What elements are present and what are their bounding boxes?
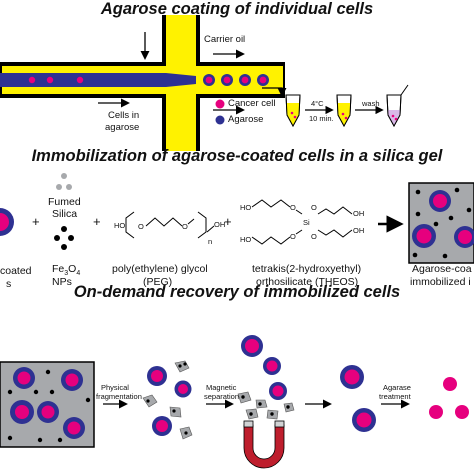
peg-n: n [208,237,213,246]
flow-arrows [98,32,287,115]
coated-cell-left [0,208,14,236]
label-magnetic: Magnetic [206,383,237,392]
label-fragmentation: fragmentation [96,392,142,401]
magnetic-separation-group [237,335,295,420]
label-peg-2: (PEG) [143,276,173,288]
fe3o4-particles [54,226,74,250]
label-wash: wash [362,99,380,108]
label-carrier-oil: Carrier oil [204,34,246,45]
theos-oh-2: OH [353,226,365,235]
label-fe3o4: Fe3O4 [52,263,81,278]
recovered-coated-cells [340,365,376,432]
peg-o-2: O [182,222,188,231]
gel-block-right [408,182,474,264]
title-recovery: On-demand recovery of immobilized cells [73,283,401,301]
theos-o-2: O [311,203,317,212]
label-peg-1: poly(ethylene) glycol [112,263,208,275]
fragments-group [142,360,193,440]
label-coated-cut-1: coated [0,265,32,277]
label-physical: Physical [101,383,129,392]
theos-oh-1: OH [353,209,365,218]
plus-2: + [93,214,101,229]
label-agarose-coated-cut: Agarose-coa [412,263,472,275]
title-immobilization: Immobilization of agarose-coated cells i… [31,147,443,165]
theos-si: Si [303,218,310,227]
label-cells-in-agarose-line1: Cells in [108,110,140,121]
theos-ho-1: HO [240,203,252,212]
theos-o-1: O [290,203,296,212]
peg-structure [125,211,215,239]
plus-1: + [32,214,40,229]
label-agarase: Agarase [383,383,411,392]
label-treatment: treatment [379,392,411,401]
theos-o-3: O [290,232,296,241]
gel-block-bottom [0,361,95,448]
tubes [285,84,409,128]
free-cancer-cells [429,377,469,419]
theos-o-4: O [311,232,317,241]
peg-oh: OH [214,220,226,229]
legend-agarose: Agarose [228,114,264,125]
microfluidic-chip [0,15,285,151]
title-agarose-coating: Agarose coating of individual cells [100,0,374,18]
coated-droplets [203,74,269,86]
label-fumed-silica-1: Fumed [48,196,81,208]
peg-ho: HO [114,221,126,230]
label-nps: NPs [52,276,72,288]
label-time: 10 min. [309,114,334,123]
label-fumed-silica-2: Silica [52,208,78,220]
label-cells-in-agarose-line2: agarose [105,122,140,133]
label-theos-1: tetrakis(2-hydroxyethyl) [252,263,362,275]
theos-structure [251,199,353,245]
peg-o: O [138,222,144,231]
plus-3: + [224,214,232,229]
label-immobilized-cut: immobilized i [410,276,471,288]
magnet [243,420,285,469]
fumed-silica-particles [56,173,72,190]
label-separation: separation [204,392,240,401]
label-theos-2: orthosilicate (THEOS) [256,276,359,288]
legend-dots [215,99,225,125]
label-temperature: 4°C [311,99,324,108]
label-coated-cut-2: s [6,278,12,290]
legend-cancer-cell: Cancer cell [228,98,276,109]
cells-in-channel [28,76,84,84]
theos-ho-2: HO [240,235,252,244]
